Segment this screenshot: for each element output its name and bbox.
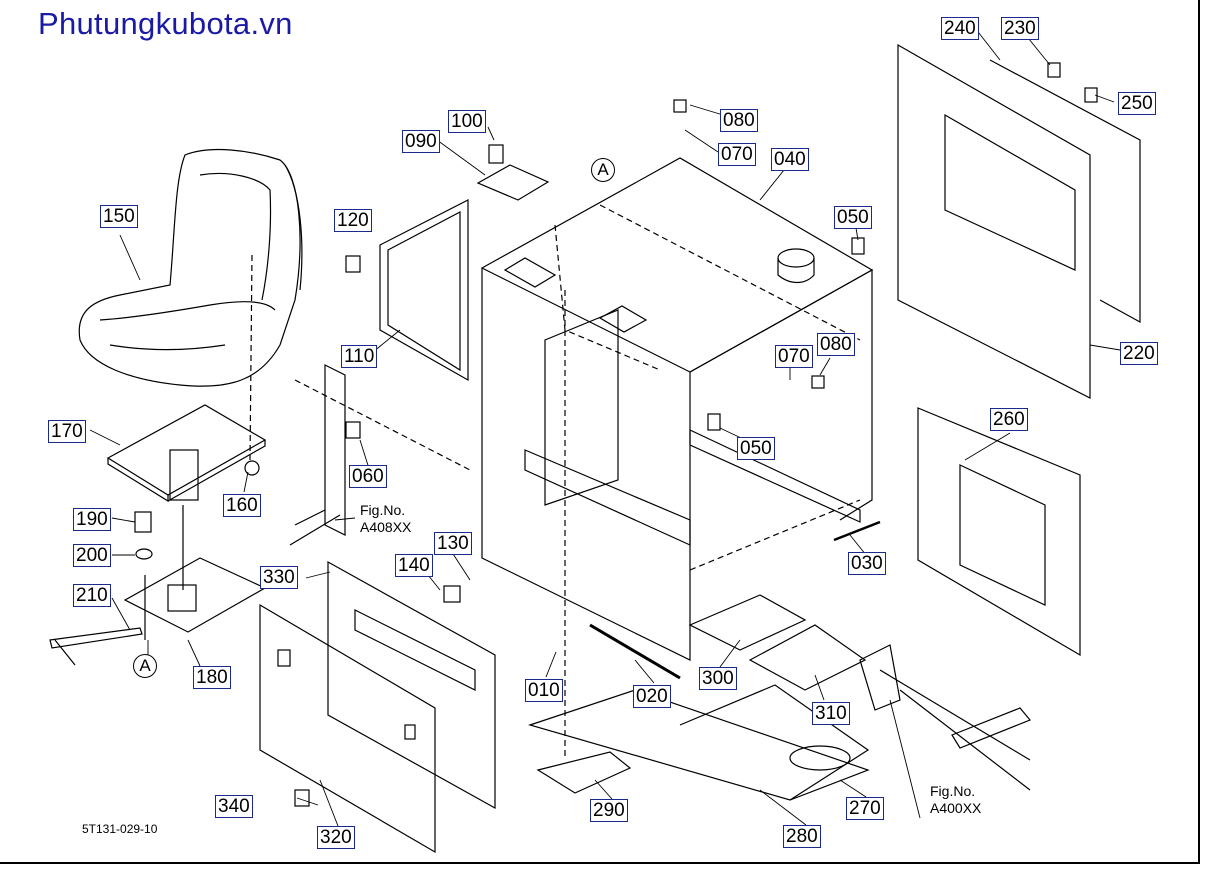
part-label[interactable]: 120 <box>334 209 372 232</box>
part-label[interactable]: 210 <box>73 584 111 607</box>
view-marker-top: A <box>591 158 615 182</box>
part-label[interactable]: 020 <box>633 685 671 708</box>
part-label[interactable]: 060 <box>349 465 387 488</box>
site-title[interactable]: Phutungkubota.vn <box>38 6 293 41</box>
figure-ref-label: Fig.No. <box>360 502 406 518</box>
slide-rail-part <box>123 557 267 640</box>
right-panel-parts <box>897 43 1141 657</box>
part-label[interactable]: 080 <box>720 109 758 132</box>
part-label[interactable]: 290 <box>590 799 628 822</box>
part-label[interactable]: 180 <box>193 666 231 689</box>
part-label[interactable]: 080 <box>817 333 855 356</box>
door-parts <box>259 560 496 854</box>
figure-ref-number: A400XX <box>930 800 982 816</box>
part-label[interactable]: 150 <box>100 205 138 228</box>
part-label[interactable]: 250 <box>1118 92 1156 115</box>
seat-frame-part <box>289 364 471 546</box>
seat-part <box>78 148 303 387</box>
part-label[interactable]: 240 <box>941 17 979 40</box>
part-label[interactable]: 040 <box>771 148 809 171</box>
base-frame-part <box>689 499 1031 791</box>
part-label[interactable]: 010 <box>525 679 563 702</box>
lever-part <box>49 627 143 666</box>
figure-ref-seat-frame[interactable]: Fig.No. A408XX <box>358 502 413 536</box>
part-label[interactable]: 070 <box>718 143 756 166</box>
knob-parts <box>294 62 1098 807</box>
part-label[interactable]: 310 <box>812 702 850 725</box>
main-cabinet-part <box>480 157 874 760</box>
part-label[interactable]: 070 <box>775 345 813 368</box>
figure-ref-base-frame[interactable]: Fig.No. A400XX <box>928 783 983 817</box>
figure-ref-number: A408XX <box>360 519 412 535</box>
part-label[interactable]: 300 <box>699 667 737 690</box>
part-label[interactable]: 200 <box>73 544 111 567</box>
part-label[interactable]: 270 <box>846 797 884 820</box>
diagram-frame <box>0 0 1200 864</box>
part-label[interactable]: 190 <box>73 508 111 531</box>
figure-ref-label: Fig.No. <box>930 783 976 799</box>
part-label[interactable]: 130 <box>434 532 472 555</box>
part-label[interactable]: 050 <box>737 437 775 460</box>
top-cover-part <box>476 164 550 201</box>
part-label[interactable]: 220 <box>1120 342 1158 365</box>
part-label[interactable]: 090 <box>402 130 440 153</box>
part-label[interactable]: 100 <box>448 110 486 133</box>
part-label[interactable]: 280 <box>783 825 821 848</box>
part-label[interactable]: 160 <box>223 494 261 517</box>
floor-plate-parts <box>527 520 881 801</box>
part-label[interactable]: 230 <box>1001 17 1039 40</box>
part-label[interactable]: 050 <box>834 206 872 229</box>
part-label[interactable]: 030 <box>848 552 886 575</box>
part-label[interactable]: 170 <box>48 420 86 443</box>
part-label[interactable]: 330 <box>260 566 298 589</box>
drawing-code: 5T131-029-10 <box>82 822 158 836</box>
part-label[interactable]: 340 <box>215 795 253 818</box>
side-panel-part <box>379 199 469 382</box>
view-marker-bottom: A <box>133 654 157 678</box>
part-label[interactable]: 260 <box>990 408 1028 431</box>
part-label[interactable]: 110 <box>341 345 378 368</box>
part-label[interactable]: 140 <box>395 554 433 577</box>
seat-bracket-part <box>106 254 267 590</box>
part-label[interactable]: 320 <box>317 826 355 849</box>
